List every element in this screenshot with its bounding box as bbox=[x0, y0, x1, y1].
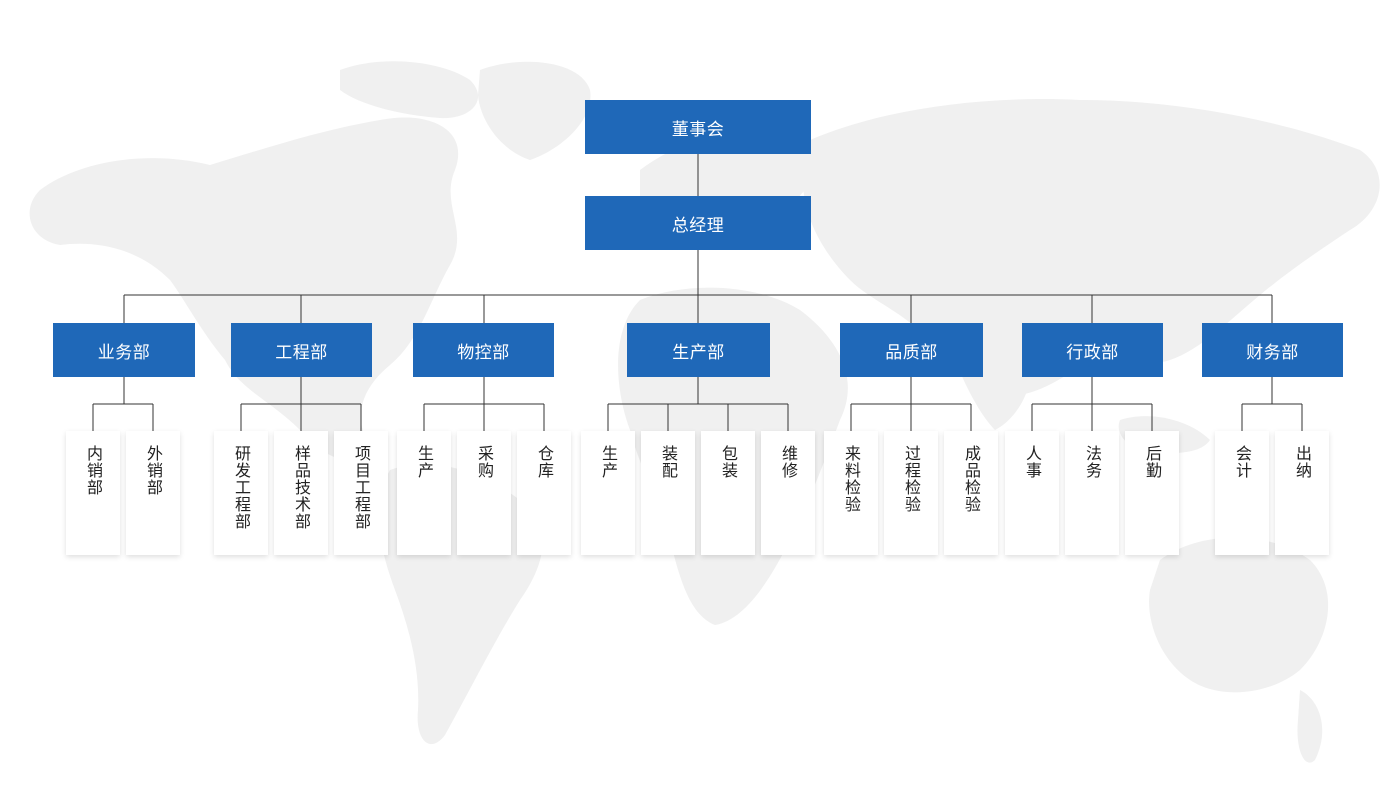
sub-unit-label: 生产 bbox=[415, 445, 434, 479]
sub-unit-card: 项目工程部 bbox=[334, 431, 388, 555]
sub-unit-label: 成品检验 bbox=[962, 445, 981, 513]
sub-unit-label: 样品技术部 bbox=[292, 445, 311, 530]
dept-box-administration: 行政部 bbox=[1022, 323, 1163, 377]
dept-label: 品质部 bbox=[885, 342, 938, 363]
dept-box-sales: 业务部 bbox=[53, 323, 195, 377]
dept-box-finance: 财务部 bbox=[1202, 323, 1343, 377]
sub-unit-label: 研发工程部 bbox=[232, 445, 251, 530]
sub-unit-label: 后勤 bbox=[1143, 445, 1162, 479]
dept-box-production: 生产部 bbox=[627, 323, 770, 377]
sub-unit-card: 采购 bbox=[457, 431, 511, 555]
sub-unit-label: 外销部 bbox=[144, 445, 163, 496]
sub-unit-label: 人事 bbox=[1023, 445, 1042, 479]
sub-unit-card: 会计 bbox=[1215, 431, 1269, 555]
sub-unit-card: 包装 bbox=[701, 431, 755, 555]
sub-unit-card: 生产 bbox=[397, 431, 451, 555]
general-manager-label: 总经理 bbox=[671, 215, 725, 236]
dept-label: 行政部 bbox=[1066, 342, 1119, 363]
dept-label: 生产部 bbox=[672, 342, 725, 363]
general-manager-box: 总经理 bbox=[585, 196, 811, 250]
sub-unit-card: 来料检验 bbox=[824, 431, 878, 555]
sub-unit-label: 法务 bbox=[1083, 445, 1102, 479]
dept-label: 财务部 bbox=[1246, 342, 1299, 363]
sub-unit-card: 后勤 bbox=[1125, 431, 1179, 555]
sub-unit-label: 维修 bbox=[779, 445, 798, 479]
sub-unit-card: 法务 bbox=[1065, 431, 1119, 555]
board-box: 董事会 bbox=[585, 100, 811, 154]
board-label: 董事会 bbox=[671, 119, 725, 140]
sub-unit-card: 研发工程部 bbox=[214, 431, 268, 555]
sub-unit-label: 来料检验 bbox=[842, 445, 861, 513]
sub-unit-label: 内销部 bbox=[84, 445, 103, 496]
dept-box-quality: 品质部 bbox=[840, 323, 983, 377]
dept-box-engineering: 工程部 bbox=[231, 323, 372, 377]
sub-unit-label: 采购 bbox=[475, 445, 494, 479]
sub-unit-card: 过程检验 bbox=[884, 431, 938, 555]
sub-unit-label: 仓库 bbox=[535, 445, 554, 479]
dept-label: 物控部 bbox=[457, 342, 510, 363]
sub-unit-card: 仓库 bbox=[517, 431, 571, 555]
dept-box-material-control: 物控部 bbox=[413, 323, 554, 377]
sub-unit-card: 外销部 bbox=[126, 431, 180, 555]
sub-unit-card: 装配 bbox=[641, 431, 695, 555]
sub-unit-label: 生产 bbox=[599, 445, 618, 479]
dept-label: 工程部 bbox=[275, 342, 328, 363]
sub-unit-card: 生产 bbox=[581, 431, 635, 555]
sub-unit-label: 会计 bbox=[1233, 445, 1252, 479]
sub-unit-label: 包装 bbox=[719, 445, 738, 479]
sub-unit-card: 维修 bbox=[761, 431, 815, 555]
sub-unit-label: 装配 bbox=[659, 445, 678, 479]
sub-unit-card: 成品检验 bbox=[944, 431, 998, 555]
sub-unit-label: 过程检验 bbox=[902, 445, 921, 513]
sub-unit-card: 样品技术部 bbox=[274, 431, 328, 555]
sub-unit-label: 出纳 bbox=[1293, 445, 1312, 479]
sub-unit-card: 人事 bbox=[1005, 431, 1059, 555]
sub-unit-label: 项目工程部 bbox=[352, 445, 371, 530]
dept-label: 业务部 bbox=[97, 342, 151, 363]
sub-unit-card: 内销部 bbox=[66, 431, 120, 555]
sub-unit-card: 出纳 bbox=[1275, 431, 1329, 555]
